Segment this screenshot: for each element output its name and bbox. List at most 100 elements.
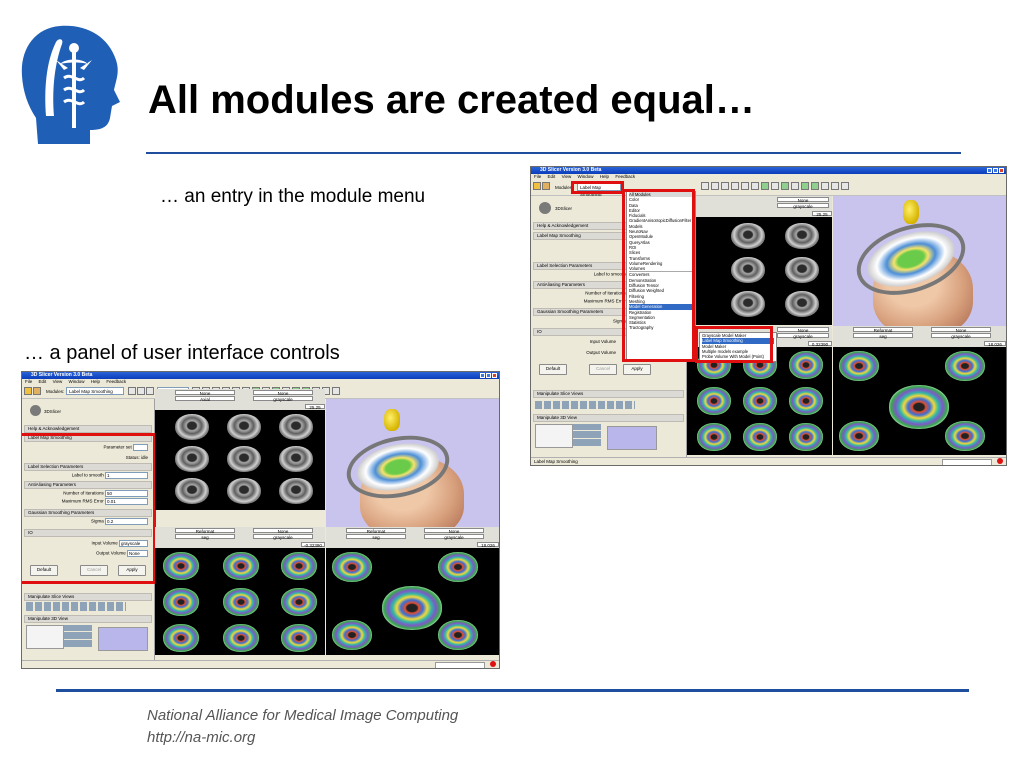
3d-view-navigator-icon[interactable] xyxy=(535,424,573,448)
search-icon[interactable] xyxy=(701,182,709,190)
input-volume-select[interactable]: grayscale xyxy=(119,540,148,547)
submenu-label-map-smoothing[interactable]: Label Map Smoothing xyxy=(702,338,774,344)
slice-offset-field[interactable]: 25.25 xyxy=(812,211,832,217)
rms-error-field[interactable]: 0.01 xyxy=(105,498,148,505)
menu-item-data[interactable]: Data xyxy=(629,202,638,208)
arrow-up-icon[interactable] xyxy=(332,387,340,395)
submenu-grayscale-model-maker[interactable]: Grayscale Model Maker xyxy=(702,333,747,338)
maximize-icon[interactable] xyxy=(993,168,998,173)
foreground-layer-select[interactable]: None xyxy=(175,390,235,396)
menu-help[interactable]: Help xyxy=(90,379,101,384)
foreground-layer-select[interactable]: None xyxy=(777,197,829,203)
menu-item-statistics[interactable]: Statistics xyxy=(629,320,646,326)
grayscale-select-a[interactable]: grayscale xyxy=(777,333,829,339)
menu-item-volumes[interactable]: Volumes xyxy=(629,266,693,273)
reformat-slice-view-a[interactable] xyxy=(155,548,325,655)
reformat-slice-view-b[interactable] xyxy=(326,548,499,655)
none-select-a[interactable]: None xyxy=(253,528,313,534)
menu-item-editor[interactable]: Editor xyxy=(629,207,640,213)
grayscale-select-b[interactable]: grayscale xyxy=(424,534,484,540)
label-to-smooth-field[interactable]: 1 xyxy=(105,472,148,479)
menu-item-converters[interactable]: Converters xyxy=(629,272,650,278)
menu-feedback[interactable]: Feedback xyxy=(615,174,636,179)
background-layer-select[interactable]: grayscale xyxy=(253,396,313,402)
place-icon[interactable] xyxy=(781,182,789,190)
module-back-icon[interactable] xyxy=(128,387,136,395)
menu-view[interactable]: View xyxy=(561,174,572,179)
seg-select-b[interactable]: seg xyxy=(853,333,913,339)
3d-view[interactable] xyxy=(833,196,1006,326)
axial-slice-view[interactable] xyxy=(687,217,832,325)
menu-item-queryatlas[interactable]: QueryAtlas xyxy=(629,239,650,245)
iterations-field[interactable]: 50 xyxy=(105,490,148,497)
menu-item-registration[interactable]: Registration xyxy=(629,309,652,315)
menu-item-model-generation[interactable]: Model Generation xyxy=(629,304,693,310)
menu-edit[interactable]: Edit xyxy=(38,379,47,384)
sigma-field[interactable]: 0.2 xyxy=(105,518,148,525)
module-history-icon[interactable] xyxy=(146,387,154,395)
menu-help[interactable]: Help xyxy=(599,174,610,179)
apply-button[interactable]: Apply xyxy=(118,565,146,576)
slice-offset-a[interactable]: 0.32390 xyxy=(808,341,832,347)
camera-icon[interactable] xyxy=(731,182,739,190)
arrow-up-icon[interactable] xyxy=(841,182,849,190)
menu-item-filtering[interactable]: Filtering xyxy=(629,293,644,299)
menu-item-meshing[interactable]: Meshing xyxy=(629,298,645,304)
data-icon[interactable] xyxy=(542,182,550,190)
menu-item-diffusion-weighted[interactable]: Diffusion Weighted xyxy=(629,288,664,294)
menu-window[interactable]: Window xyxy=(68,379,85,384)
menu-item-slices[interactable]: Slices xyxy=(629,250,641,256)
error-icon[interactable] xyxy=(490,661,496,667)
screenshot-icon[interactable] xyxy=(791,182,799,190)
menu-item-demonstration[interactable]: Demonstration xyxy=(629,277,657,283)
reformat-select-a[interactable]: Reformat xyxy=(175,528,235,534)
submenu-multiple-models-example[interactable]: Multiple models example xyxy=(702,348,749,354)
none-select-b[interactable]: None xyxy=(931,327,991,333)
output-volume-select[interactable]: None xyxy=(127,550,148,557)
menu-item-gradient-filter[interactable]: GradientAnisotropicDiffusionFilter xyxy=(629,218,692,224)
module-forward-icon[interactable] xyxy=(137,387,145,395)
layout-icon[interactable] xyxy=(721,182,729,190)
label-selection-section-header[interactable]: Label Selection Parameters xyxy=(24,463,152,471)
menu-item-roi[interactable]: ROI xyxy=(629,244,637,250)
reformat-select-b[interactable]: Reformat xyxy=(853,327,913,333)
layout-4up-icon[interactable] xyxy=(811,182,819,190)
grayscale-select-a[interactable]: grayscale xyxy=(253,534,313,540)
minimize-icon[interactable] xyxy=(987,168,992,173)
menu-item-transforms[interactable]: Transforms xyxy=(629,255,651,261)
layout-3d-icon[interactable] xyxy=(801,182,809,190)
default-button[interactable]: Default xyxy=(30,565,58,576)
view-icon[interactable] xyxy=(711,182,719,190)
slice-offset-a[interactable]: -0.32390 xyxy=(301,542,325,548)
default-button[interactable]: Default xyxy=(539,364,567,375)
home-icon[interactable] xyxy=(533,182,541,190)
close-icon[interactable] xyxy=(999,168,1004,173)
seg-select-a[interactable]: seg xyxy=(175,534,235,540)
slice-view-controls[interactable] xyxy=(26,602,126,611)
slice-offset-b[interactable]: 18.026 xyxy=(984,341,1006,347)
menu-feedback[interactable]: Feedback xyxy=(106,379,127,384)
gaussian-section-header[interactable]: Gaussian Smoothing Parameters xyxy=(24,509,152,517)
3d-view[interactable] xyxy=(326,399,499,527)
menu-item-diffusion-tensor[interactable]: Diffusion Tensor xyxy=(629,283,659,289)
menu-file[interactable]: File xyxy=(25,379,33,384)
seg-select-b[interactable]: seg xyxy=(346,534,406,540)
antialiasing-section-header[interactable]: AntiAliasing Parameters xyxy=(24,481,152,489)
home-icon[interactable] xyxy=(24,387,32,395)
slice-orientation-select[interactable]: Axial xyxy=(175,396,235,402)
menu-item-fiducials[interactable]: Fiducials xyxy=(629,213,646,219)
layout-tabbed-icon[interactable] xyxy=(821,182,829,190)
axial-slice-view[interactable] xyxy=(155,410,325,510)
menu-item-volumerendering[interactable]: VolumeRendering xyxy=(629,260,663,266)
none-select-a[interactable]: None xyxy=(777,327,829,333)
grayscale-select-b[interactable]: grayscale xyxy=(931,333,991,339)
parameter-set-select[interactable] xyxy=(133,444,148,451)
manipulate-3d-section-header[interactable]: Manipulate 3D View xyxy=(24,615,152,623)
menu-window[interactable]: Window xyxy=(577,174,594,179)
menu-item-neuronav[interactable]: NeuroNav xyxy=(629,229,648,235)
slice-offset-field[interactable]: 25.25 xyxy=(305,404,325,410)
close-icon[interactable] xyxy=(492,373,497,378)
menu-item-segmentation[interactable]: Segmentation xyxy=(629,314,655,320)
green-view-icon[interactable] xyxy=(761,182,769,190)
reformat-slice-view-a[interactable] xyxy=(687,347,832,455)
